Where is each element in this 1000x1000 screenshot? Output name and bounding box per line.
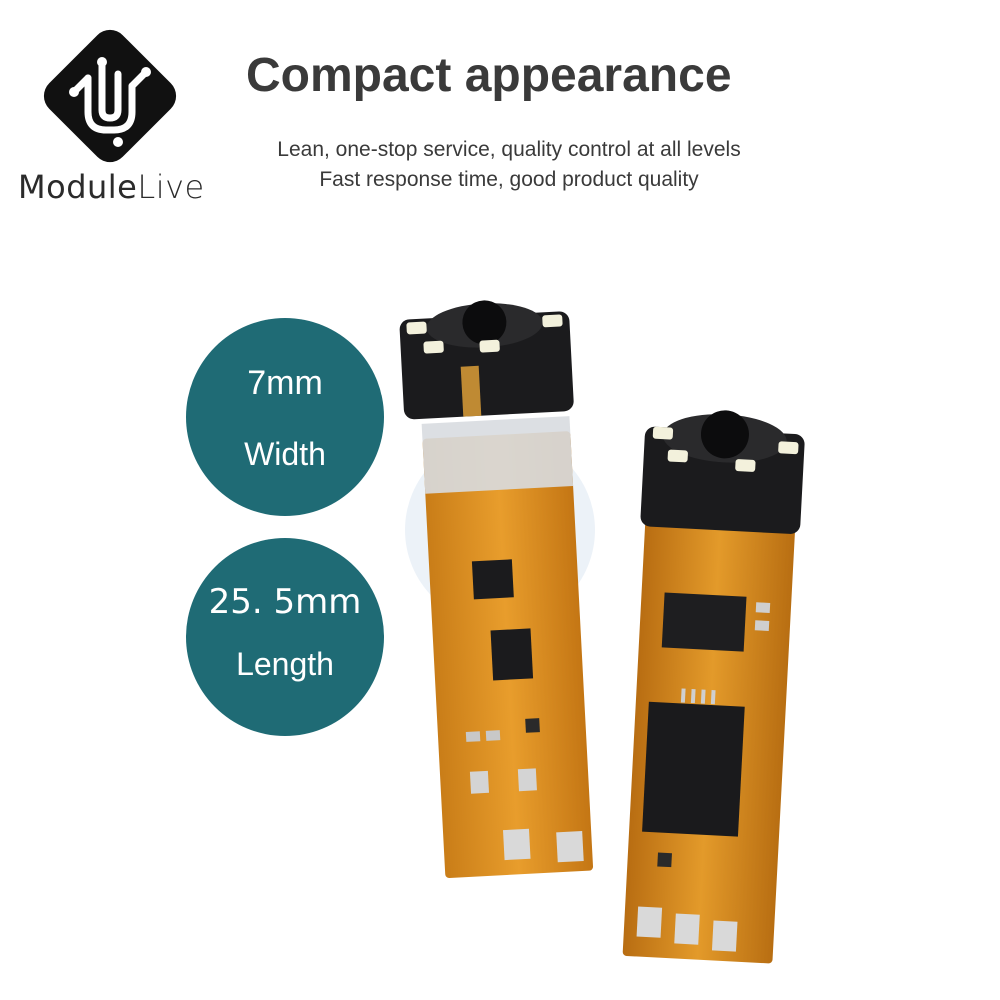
width-label: Width [244,436,326,472]
brand-part1: Module [18,168,138,206]
subtitle-line-1: Lean, one-stop service, quality control … [277,138,741,161]
length-label: Length [236,646,334,682]
length-badge: 25. 5mm Length [186,538,384,736]
brand-part2: Live [137,168,205,206]
subtitle-line-2: Fast response time, good product quality [319,168,699,191]
width-value: 7mm [247,364,323,402]
page-title: Compact appearance [246,49,732,102]
brand-name: ModuleLive [18,168,205,206]
circuit-logo-icon [43,29,177,163]
length-value: 25. 5mm [208,582,362,622]
width-badge: 7mm Width [186,318,384,516]
camera-module-pcb-icon [399,300,805,964]
